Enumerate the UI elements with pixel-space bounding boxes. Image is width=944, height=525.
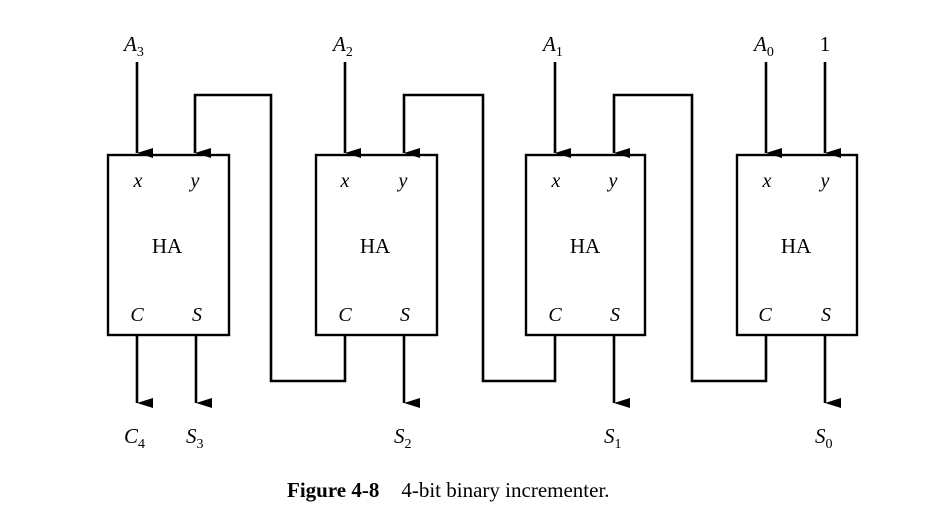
increment-one-label: 1 bbox=[820, 32, 831, 56]
half-adder-1-box bbox=[524, 153, 647, 337]
half-adder-3-y-port: y bbox=[189, 170, 200, 192]
half-adder-0-box bbox=[735, 153, 859, 337]
sum-s3-label: S3 bbox=[186, 424, 204, 452]
half-adder-0-label: HA bbox=[781, 234, 812, 258]
half-adder-0: x y HA C S bbox=[735, 153, 859, 337]
half-adder-1: x y HA C S bbox=[524, 153, 647, 337]
input-a1-label: A1 bbox=[541, 32, 563, 60]
half-adder-2-y-port: y bbox=[397, 170, 408, 192]
input-a0-label: A0 bbox=[752, 32, 774, 60]
figure-title: 4-bit binary incrementer. bbox=[401, 478, 609, 502]
sum-s2-label: S2 bbox=[394, 424, 412, 452]
half-adder-0-c-port: C bbox=[758, 304, 772, 326]
half-adder-2-x-port: x bbox=[340, 170, 350, 192]
half-adder-3-x-port: x bbox=[133, 170, 143, 192]
half-adder-3: x y HA C S bbox=[106, 153, 231, 337]
figure-number: Figure 4-8 bbox=[287, 478, 379, 502]
half-adder-2-box bbox=[314, 153, 439, 337]
input-a3-label: A3 bbox=[122, 32, 144, 60]
half-adder-0-x-port: x bbox=[762, 170, 772, 192]
half-adder-1-label: HA bbox=[570, 234, 601, 258]
input-a2-label: A2 bbox=[331, 32, 353, 60]
half-adder-1-c-port: C bbox=[548, 304, 562, 326]
half-adder-2-c-port: C bbox=[338, 304, 352, 326]
half-adder-2: x y HA C S bbox=[314, 153, 439, 337]
half-adder-1-s-port: S bbox=[610, 304, 620, 326]
carry-out-c4-label: C4 bbox=[124, 424, 145, 452]
carry-wire-1-to-2 bbox=[402, 93, 557, 383]
half-adder-3-s-port: S bbox=[192, 304, 202, 326]
carry-wire-2-to-3 bbox=[193, 93, 347, 383]
half-adder-1-x-port: x bbox=[551, 170, 561, 192]
half-adder-2-label: HA bbox=[360, 234, 391, 258]
half-adder-3-label: HA bbox=[152, 234, 183, 258]
half-adder-0-y-port: y bbox=[819, 170, 830, 192]
half-adder-3-c-port: C bbox=[130, 304, 144, 326]
sum-s0-label: S0 bbox=[815, 424, 833, 452]
half-adder-1-y-port: y bbox=[607, 170, 618, 192]
figure-caption: Figure 4-8 4-bit binary incrementer. bbox=[287, 478, 610, 502]
carry-wire-0-to-1 bbox=[612, 93, 768, 383]
half-adder-3-box bbox=[106, 153, 231, 337]
half-adder-2-s-port: S bbox=[400, 304, 410, 326]
sum-s1-label: S1 bbox=[604, 424, 622, 452]
half-adder-0-s-port: S bbox=[821, 304, 831, 326]
